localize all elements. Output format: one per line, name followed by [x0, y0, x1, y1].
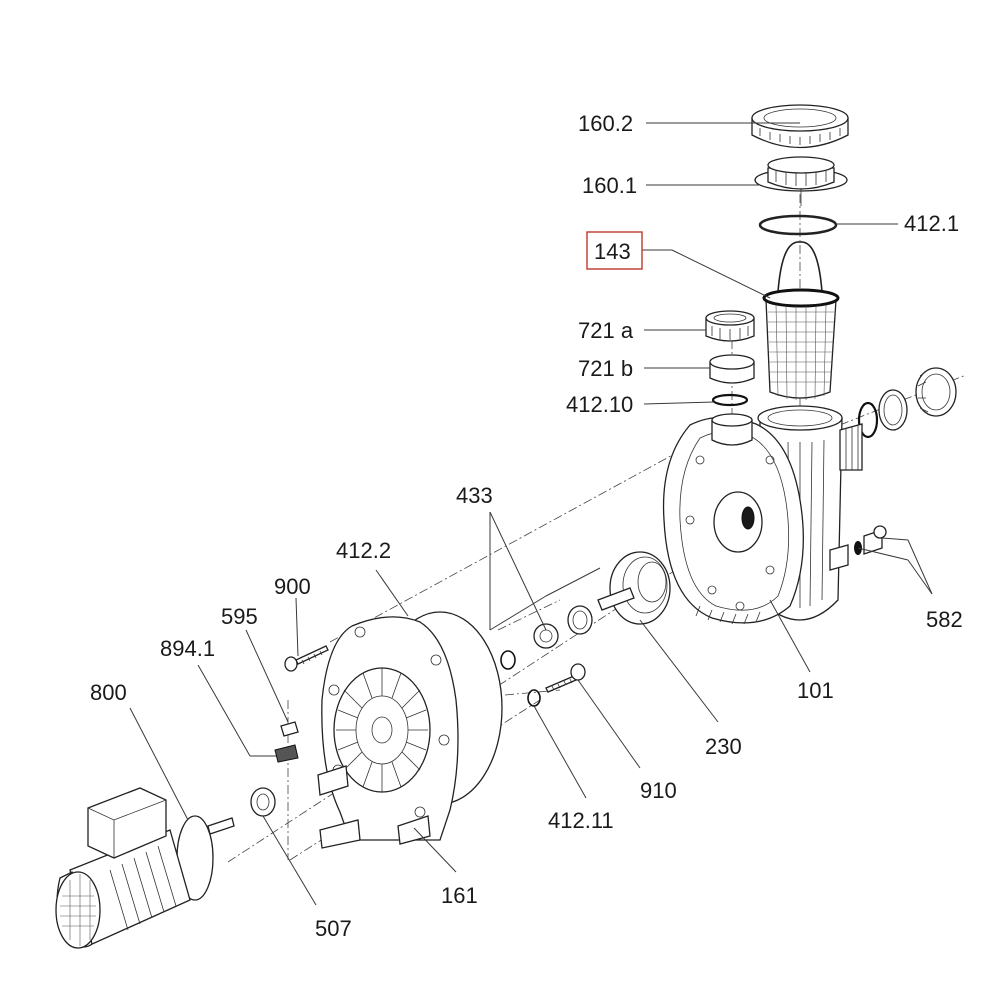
label-101: 101 — [797, 678, 834, 703]
union-fittings-right — [857, 367, 957, 439]
label-910: 910 — [640, 778, 677, 803]
label-412-10: 412.10 — [566, 392, 633, 417]
part-595-block — [280, 721, 299, 737]
label-900: 900 — [274, 574, 311, 599]
label-894-1: 894.1 — [160, 636, 215, 661]
label-160-2: 160.2 — [578, 111, 633, 136]
part-160-1-cover — [754, 156, 848, 206]
label-507: 507 — [315, 916, 352, 941]
label-412-1: 412.1 — [904, 211, 959, 236]
label-721b: 721 b — [578, 356, 633, 381]
part-143-strainer-basket — [762, 241, 840, 400]
label-161: 161 — [441, 883, 478, 908]
label-582: 582 — [926, 607, 963, 632]
part-161-seal-housing — [317, 616, 459, 849]
label-433: 433 — [456, 483, 493, 508]
part-433-mechanical-seal — [500, 605, 593, 670]
highlight-box-143 — [586, 231, 643, 270]
label-412-2: 412.2 — [336, 538, 391, 563]
part-507-ring — [250, 787, 276, 817]
part-412-1-o-ring — [758, 214, 838, 236]
label-412-11: 412.11 — [548, 808, 614, 833]
part-labels: 160.2 160.1 412.1 143 721 a 721 b 412.10… — [90, 111, 963, 941]
part-900-bolt — [284, 645, 329, 672]
part-101-pump-housing — [662, 405, 863, 625]
part-230-impeller — [597, 551, 671, 625]
label-143: 143 — [594, 239, 631, 264]
label-595: 595 — [221, 604, 258, 629]
label-721a: 721 a — [578, 318, 634, 343]
part-412-10-o-ring — [711, 393, 749, 407]
label-160-1: 160.1 — [582, 173, 637, 198]
part-721a-nut — [705, 310, 755, 342]
part-894-1-key — [274, 744, 299, 763]
part-721b-sleeve — [709, 354, 755, 384]
label-800: 800 — [90, 680, 127, 705]
label-230: 230 — [705, 734, 742, 759]
part-800-motor — [55, 787, 235, 949]
leader-lines — [129, 122, 933, 906]
part-160-2-ring — [751, 104, 849, 149]
part-910-screw — [545, 663, 586, 693]
